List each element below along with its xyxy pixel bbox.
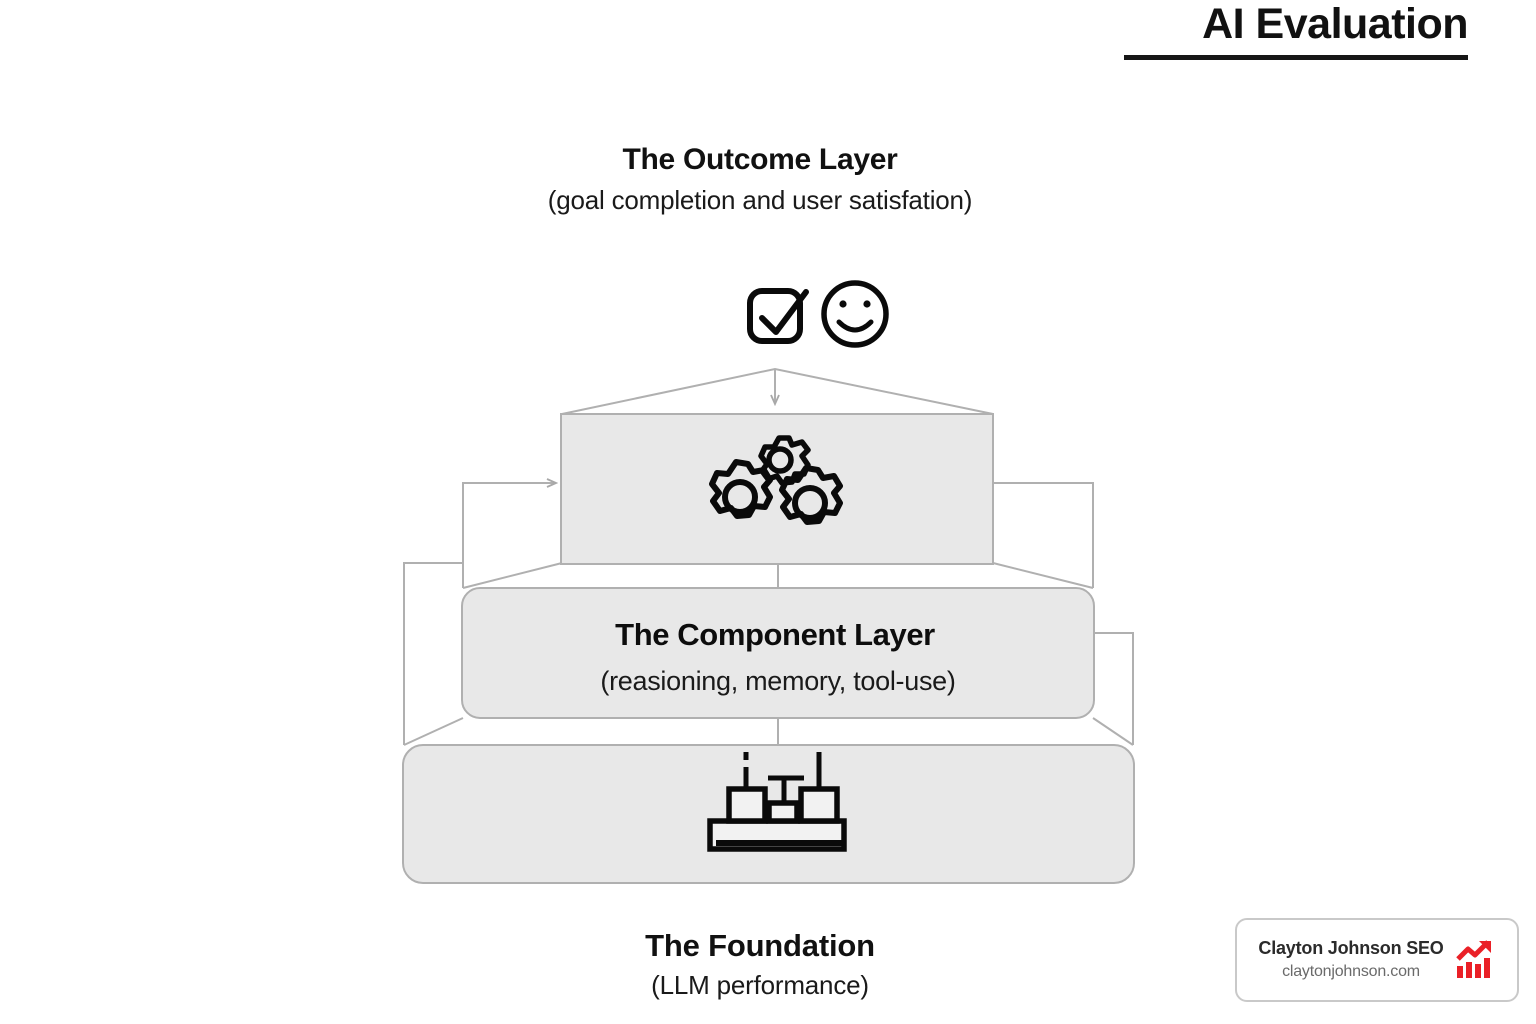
tier2-right-slope <box>992 562 1094 589</box>
checkbox-check-icon <box>747 288 809 344</box>
tier3-right-slope <box>1092 717 1134 746</box>
right-feedback-loop-outer <box>1093 632 1134 745</box>
foundation-blocks-icon <box>707 752 847 852</box>
title-underline <box>1124 55 1468 61</box>
foundation-layer-title: The Foundation <box>645 928 875 963</box>
left-feedback-loop-outer <box>403 562 463 745</box>
smiley-face-icon <box>821 280 889 348</box>
watermark-brand-name: Clayton Johnson SEO <box>1258 938 1444 959</box>
outcome-layer-heading: The Outcome Layer (goal completion and u… <box>0 143 1536 216</box>
pyramid-connectors <box>403 367 1134 746</box>
watermark-badge[interactable]: Clayton Johnson SEO claytonjohnson.com <box>1235 918 1519 1002</box>
component-layer-subtitle: (reasioning, memory, tool-use) <box>600 666 955 696</box>
foundation-layer-subtitle: (LLM performance) <box>651 970 869 1000</box>
watermark-domain: claytonjohnson.com <box>1282 962 1420 980</box>
left-feedback-loop-inner <box>462 483 556 588</box>
tier3-left-slope <box>403 717 464 746</box>
gears-icon <box>709 435 843 525</box>
growth-bar-chart-icon <box>1455 940 1491 978</box>
outcome-layer-subtitle: (goal completion and user satisfation) <box>547 185 973 215</box>
component-layer-title: The Component Layer <box>615 617 935 652</box>
tier2-left-slope <box>462 562 563 589</box>
outcome-layer-title: The Outcome Layer <box>622 143 898 176</box>
right-feedback-loop-inner <box>993 482 1094 588</box>
watermark-text: Clayton Johnson SEO claytonjohnson.com <box>1258 937 1453 982</box>
foundation-layer-heading: The Foundation (LLM performance) <box>0 928 1536 1001</box>
page-title: AI Evaluation <box>1202 0 1468 48</box>
page-title-block: AI Evaluation <box>1124 0 1469 61</box>
component-layer-box[interactable] <box>461 587 1095 719</box>
apex-converging-lines <box>561 367 994 415</box>
